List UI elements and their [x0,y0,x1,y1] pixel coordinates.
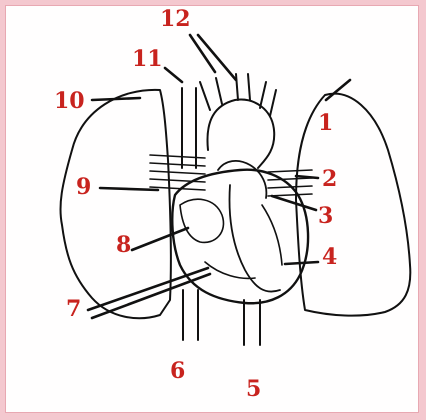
leader-1 [326,80,350,100]
leader-7b [92,274,210,318]
leader-10 [92,98,140,100]
leader-7 [88,268,208,310]
leader-11 [165,68,182,82]
label-6: 6 [170,360,185,382]
leader-lines [88,35,350,318]
right-atrium [180,199,223,242]
right-side-lung [296,94,410,316]
label-11: 11 [132,48,163,70]
label-12: 12 [160,8,191,30]
label-2: 2 [322,168,337,190]
heart-septum [230,185,280,292]
leader-4 [285,262,318,264]
right-ventricle-wall [205,262,255,278]
leader-8 [132,228,188,250]
leader-2 [296,176,318,178]
label-7: 7 [66,298,81,320]
right-pulmonary-vessels [268,170,312,196]
label-5: 5 [246,378,261,400]
label-1: 1 [318,112,333,134]
label-10: 10 [54,90,85,112]
left-side-lung [60,90,170,318]
leader-3 [272,196,316,210]
superior-vena-cava [182,88,196,168]
label-8: 8 [116,234,131,256]
vessel-branch-3 [260,82,276,116]
inferior-vena-cava [183,290,198,340]
label-3: 3 [318,205,333,227]
left-ventricle [262,205,282,265]
leader-9 [100,188,158,190]
label-9: 9 [76,176,91,198]
label-4: 4 [322,246,337,268]
vessel-branch-2 [236,74,250,100]
vessel-branch-1 [200,78,222,110]
descending-aorta [244,300,260,345]
aortic-arch [207,100,274,168]
